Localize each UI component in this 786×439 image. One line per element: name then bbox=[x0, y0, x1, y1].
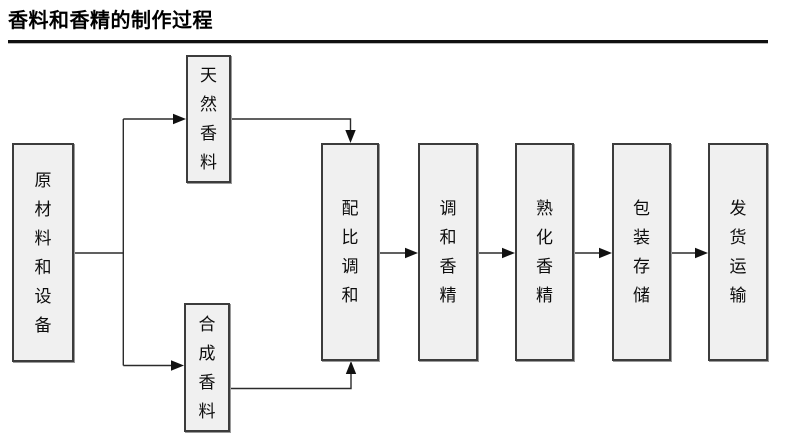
flow-node-synthetic-fragrance-label: 合成香料 bbox=[198, 314, 216, 421]
arrowhead-into-ship bbox=[695, 247, 708, 259]
arrowhead-into-natural bbox=[173, 113, 186, 125]
flow-node-ratio-blending-label: 配比调和 bbox=[341, 199, 359, 305]
page-title: 香料和香精的制作过程 bbox=[8, 10, 213, 32]
edge-natural-to-ratio bbox=[231, 118, 356, 143]
flow-node-blended-essence-label: 调和香精 bbox=[439, 199, 457, 305]
edge-raw-to-natural bbox=[123, 113, 186, 125]
edge-mature-to-pack bbox=[574, 247, 612, 259]
edge-blend-to-mature bbox=[478, 247, 515, 259]
edge-raw-split bbox=[74, 119, 125, 366]
edge-pack-to-ship bbox=[671, 247, 708, 259]
arrowhead-into-pack bbox=[599, 247, 612, 259]
flow-node-shipping-transport-label: 发货运输 bbox=[729, 199, 747, 305]
arrowhead-into-synthetic bbox=[171, 360, 184, 371]
flow-node-matured-essence-label: 熟化香精 bbox=[536, 199, 553, 305]
flow-node-ratio-blending: 配比调和 bbox=[321, 143, 379, 361]
flow-node-raw-materials-label: 原材料和设备 bbox=[34, 170, 52, 335]
title-underline bbox=[8, 40, 768, 43]
flow-node-synthetic-fragrance: 合成香料 bbox=[184, 303, 230, 432]
flow-node-natural-fragrance: 天然香料 bbox=[186, 55, 231, 183]
arrowhead-into-blend bbox=[405, 247, 418, 259]
arrowhead-into-ratio-top bbox=[345, 130, 356, 143]
flow-node-shipping-transport: 发货运输 bbox=[708, 143, 768, 361]
flow-node-packaging-storage-label: 包装存储 bbox=[633, 199, 650, 305]
flow-node-natural-fragrance-label: 天然香料 bbox=[200, 66, 217, 172]
edge-raw-to-synthetic bbox=[123, 360, 184, 371]
edge-synthetic-to-ratio bbox=[230, 361, 357, 390]
flow-node-blended-essence: 调和香精 bbox=[418, 143, 478, 361]
flow-node-raw-materials: 原材料和设备 bbox=[12, 143, 74, 362]
arrowhead-into-mature bbox=[502, 247, 515, 259]
edge-ratio-to-blend bbox=[379, 247, 418, 259]
flow-node-packaging-storage: 包装存储 bbox=[612, 143, 671, 361]
flow-node-matured-essence: 熟化香精 bbox=[515, 143, 574, 361]
arrowhead-into-ratio-bottom bbox=[345, 361, 357, 374]
